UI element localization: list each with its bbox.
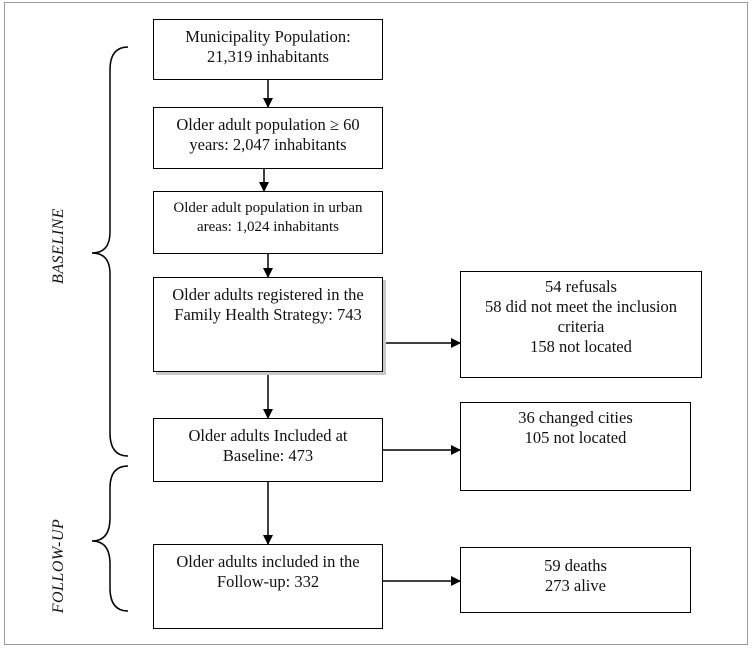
registered-exclusions-box: 54 refusals 58 did not meet the inclusio… — [460, 271, 702, 378]
box-line: Older adults registered in the — [172, 285, 364, 304]
box-line: 158 not located — [530, 337, 632, 356]
box-line: 21,319 inhabitants — [207, 47, 329, 66]
followup-outcome-box: 59 deaths 273 alive — [460, 547, 691, 613]
older-adult-urban-box: Older adult population in urban areas: 1… — [153, 191, 383, 254]
box-line: 36 changed cities — [518, 408, 633, 427]
baseline-label: BASELINE — [50, 208, 67, 284]
figure-frame — [4, 2, 748, 645]
box-line: Baseline: 473 — [222, 446, 314, 465]
followup-brace — [91, 465, 129, 612]
municipality-population-box: Municipality Population: 21,319 inhabita… — [153, 19, 383, 80]
box-line: areas: 1,024 inhabitants — [196, 219, 340, 235]
box-line: 273 alive — [545, 576, 606, 595]
baseline-brace — [91, 46, 129, 457]
included-baseline-box: Older adults Included at Baseline: 473 — [153, 418, 383, 482]
box-line: criteria — [557, 317, 605, 336]
older-adult-60-box: Older adult population ≥ 60 years: 2,047… — [153, 107, 383, 169]
box-line: 54 refusals — [545, 277, 617, 296]
follow-up-label: FOLLOW-UP — [50, 518, 67, 614]
box-line: Older adult population in urban — [173, 200, 363, 216]
box-line: Family Health Strategy: 743 — [174, 305, 362, 324]
box-line: Older adults Included at — [188, 426, 348, 445]
baseline-loss-box: 36 changed cities 105 not located — [460, 402, 691, 491]
box-line: Municipality Population: — [185, 27, 351, 46]
included-followup-box: Older adults included in the Follow-up: … — [153, 544, 383, 629]
box-line: Follow-up: 332 — [216, 572, 320, 591]
box-line: years: 2,047 inhabitants — [189, 135, 347, 154]
box-line: Older adults included in the — [176, 552, 360, 571]
box-line: 59 deaths — [544, 556, 607, 575]
box-line: 58 did not meet the inclusion — [484, 297, 677, 316]
registered-fhs-box: Older adults registered in the Family He… — [153, 277, 383, 372]
box-line: Older adult population ≥ 60 — [176, 115, 360, 134]
box-line: 105 not located — [524, 428, 627, 447]
